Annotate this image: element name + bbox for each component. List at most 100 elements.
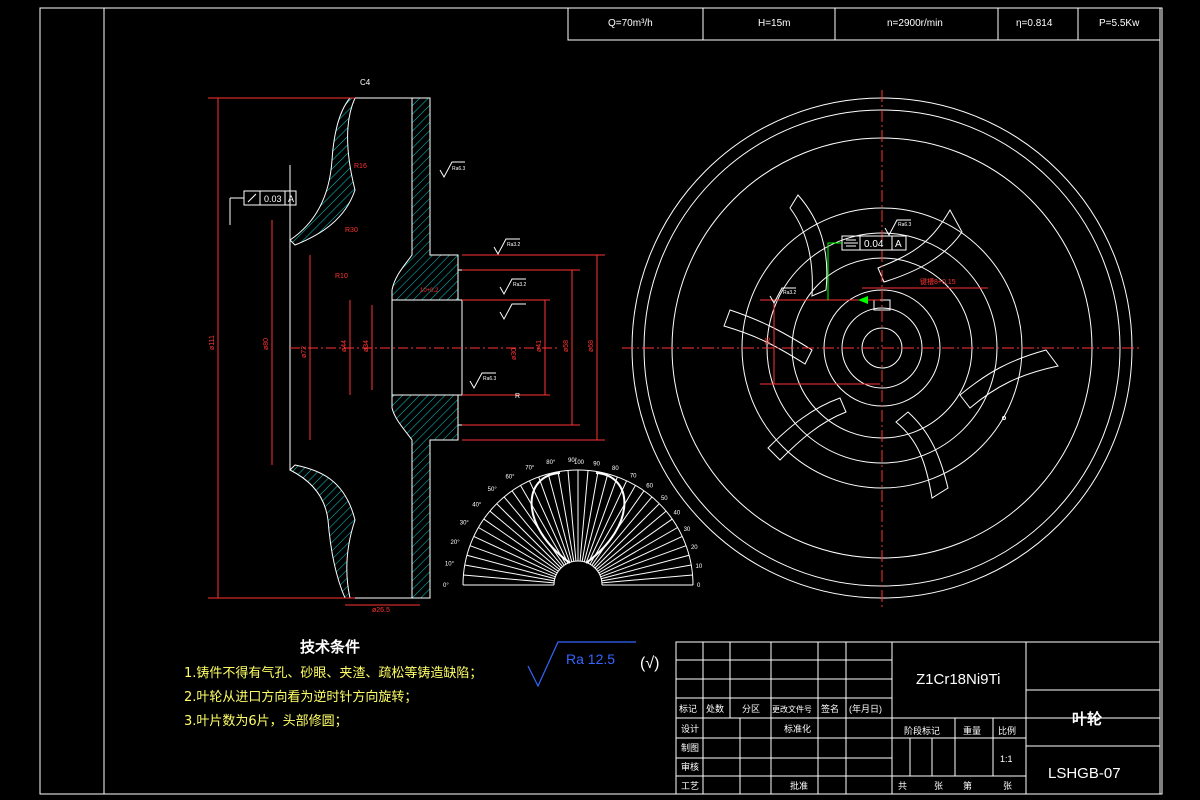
protractor-ray — [598, 527, 678, 574]
total-label: 共 — [898, 781, 907, 791]
roughness-2: Ra3.2 — [507, 242, 521, 248]
roughness-symbols-section — [439, 161, 526, 390]
sheet-label: 张 — [934, 781, 943, 791]
standardize-label: 标准化 — [784, 723, 811, 734]
dim-41: ø41 — [536, 340, 543, 352]
protractor-tick-right: 80 — [612, 466, 619, 472]
protractor-ray — [581, 471, 599, 562]
header-change-doc: 更改文件号 — [772, 704, 812, 714]
keyway-note: 键槽8+0.15 — [920, 277, 956, 286]
protractor-tick-left: 90° — [568, 458, 578, 464]
protractor-tick-left: 60° — [506, 475, 516, 481]
protractor-tick-left: 20° — [451, 540, 461, 546]
row-check: 审核 — [681, 761, 699, 772]
tech-item-1: 1.铸件不得有气孔、砂眼、夹渣、疏松等铸造缺陷； — [184, 665, 482, 681]
dim-68: ø68 — [588, 340, 595, 352]
protractor-ray — [601, 574, 693, 584]
symmetry-frame — [827, 235, 907, 304]
param-power: P=5.5Kw — [1099, 18, 1140, 29]
protractor-tick-right: 20 — [691, 545, 698, 551]
header-mark: 标记 — [679, 703, 697, 714]
protractor-ray — [547, 473, 573, 562]
plan-centerlines — [622, 90, 1142, 610]
radius-30-label: R30 — [345, 227, 358, 234]
protractor-ray — [587, 480, 628, 564]
protractor-ray — [597, 518, 673, 572]
row-process: 工艺 — [681, 781, 699, 791]
protractor-tick-left: 70° — [525, 466, 535, 472]
protractor-ray — [567, 470, 577, 562]
protractor-tick-left: 0° — [443, 583, 449, 589]
page-label-2: 张 — [1003, 781, 1012, 791]
protractor-tick-right: 60 — [646, 483, 653, 489]
general-roughness-suffix: (√) — [640, 655, 659, 672]
title-block — [675, 641, 1161, 795]
symmetry-value: 0.04 — [864, 239, 884, 250]
radius-16-label: R16 — [354, 163, 367, 170]
protractor-ray — [463, 574, 555, 584]
protractor-ray — [496, 503, 562, 569]
protractor-ray — [585, 476, 618, 563]
material-label: Z1Cr18Ni9Ti — [916, 671, 1000, 688]
protractor-ray — [520, 485, 567, 565]
protractor-ray — [593, 496, 653, 567]
roughness-1: Ra6.3 — [452, 166, 466, 172]
approve-label: 批准 — [790, 780, 808, 791]
plan-roughness-1: Ra6.3 — [898, 222, 912, 228]
protractor-tick-left: 40° — [472, 503, 482, 509]
tech-title: 技术条件 — [300, 638, 360, 656]
dim-30: ø30 — [511, 348, 518, 360]
row-draft: 制图 — [681, 742, 699, 753]
header-zone: 分区 — [742, 704, 760, 714]
protractor-ray — [483, 518, 559, 572]
protractor-tick-right: 10 — [695, 564, 702, 570]
blade-protractor — [462, 469, 694, 586]
roughness-4: Ra6.3 — [483, 376, 497, 382]
protractor-ray — [589, 485, 636, 565]
protractor-ray — [599, 535, 683, 576]
dim-72: ø72 — [301, 346, 308, 358]
protractor-tick-left: 30° — [460, 521, 470, 527]
tech-item-2: 2.叶轮从进口方向看为逆时针方向旋转； — [184, 689, 417, 705]
protractor-tick-right: 40 — [674, 511, 681, 517]
roughness-3: Ra3.2 — [513, 282, 527, 288]
runout-value: 0.03 — [264, 194, 282, 204]
general-roughness-symbol — [527, 641, 636, 688]
dim-111: ø111 — [209, 335, 216, 350]
page-label: 第 — [963, 780, 972, 791]
param-speed: n=2900r/min — [887, 18, 943, 29]
protractor-ray — [464, 564, 555, 582]
protractor-tick-right: 0 — [697, 583, 701, 589]
protractor-tick-right: 30 — [684, 527, 691, 533]
weight-label: 重量 — [963, 725, 981, 736]
symmetry-datum: A — [895, 239, 902, 250]
protractor-ray — [596, 510, 667, 570]
protractor-tick-left: 50° — [488, 487, 498, 493]
dim-34: ø34 — [363, 340, 370, 352]
general-roughness-value: Ra 12.5 — [566, 651, 615, 667]
protractor-ray — [503, 496, 563, 567]
section-view — [208, 97, 605, 606]
protractor-ray — [601, 554, 690, 580]
protractor-ray — [478, 527, 558, 574]
dim-58: ø58 — [563, 340, 570, 352]
keyway-label: 10+0.2 — [420, 288, 439, 294]
protractor-ray — [469, 545, 556, 578]
runout-datum: A — [288, 194, 294, 204]
radius-10-label: R10 — [335, 273, 348, 280]
roughness-symbols-plan — [769, 219, 911, 305]
protractor-ray — [466, 554, 555, 580]
ratio-label: 比例 — [998, 725, 1016, 736]
stage-mark-label: 阶段标记 — [904, 725, 940, 736]
header-count: 处数 — [706, 703, 724, 714]
part-name: 叶轮 — [1072, 710, 1102, 728]
tech-item-3: 3.叶片数为6片，头部修圆； — [184, 714, 348, 729]
dim-26-5: ø26.5 — [372, 607, 390, 614]
header-param-table — [567, 7, 1161, 41]
header-sign: 签名 — [821, 703, 839, 714]
row-design: 设计 — [681, 723, 699, 734]
blade-curve-right — [585, 472, 626, 564]
protractor-tick-right: 70 — [630, 473, 637, 479]
header-date: (年月日) — [849, 703, 882, 714]
